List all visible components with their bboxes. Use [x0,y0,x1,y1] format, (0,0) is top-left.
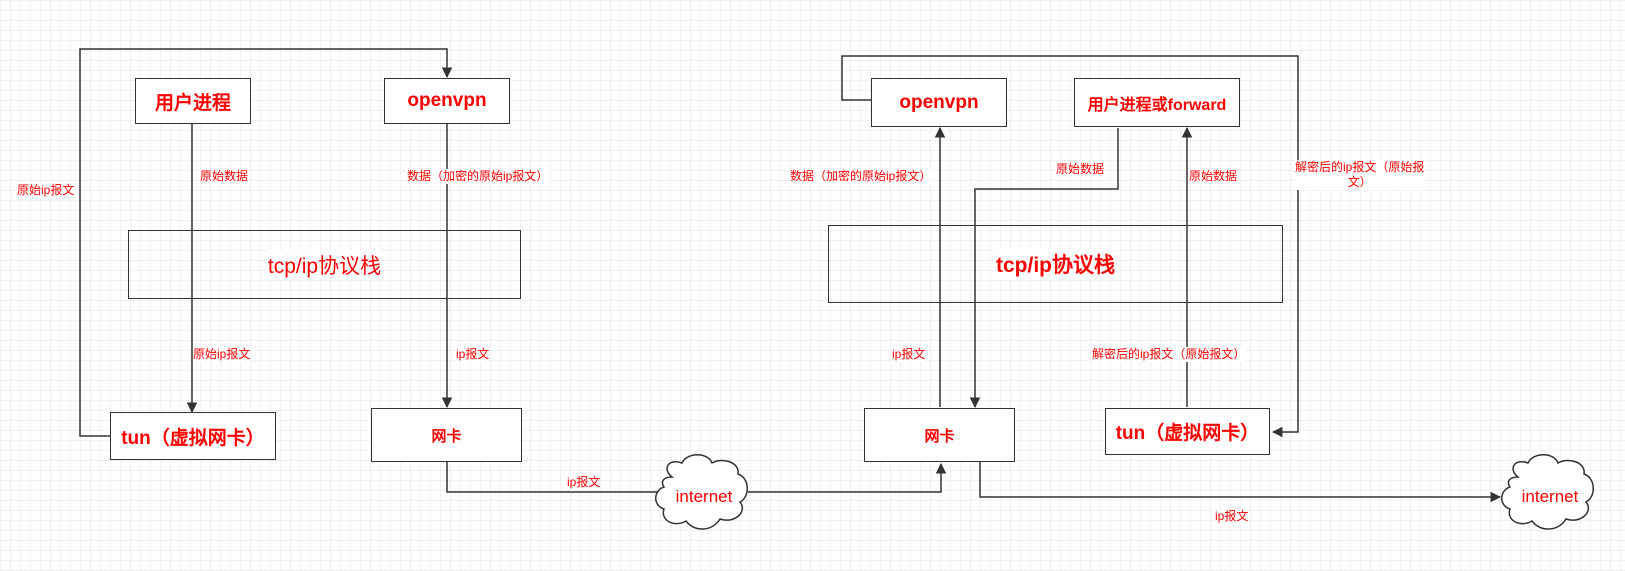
edge-label-raw-ip-packet: 原始ip报文 [193,347,251,362]
edge-label-decrypted-loop-line2: 文） [1347,175,1372,189]
edge-label-raw-data: 原始数据 [200,169,249,184]
cloud-shape-right [1501,454,1594,530]
tcp-ip-stack-box: tcp/ip协议栈 [128,230,521,299]
edge-label-raw-data-down: 原始数据 [1056,162,1105,177]
cloud-shape-left [655,454,748,530]
connector-cloud-to-nic [748,462,947,493]
connector-nic-to-internet [979,462,1502,503]
edge-label-raw-ip-loop: 原始ip报文 [17,183,75,198]
openvpn-box-right: openvpn [871,78,1007,127]
tun-virtual-nic-box: tun（虚拟网卡） [110,412,276,460]
internet-label-right: internet [1521,487,1579,506]
connector-nic-to-cloud [446,462,660,493]
user-process-box: 用户进程 [135,78,251,124]
edge-label-decrypted-loop-line1: 解密后的ip报文（原始报 [1295,160,1425,174]
internet-cloud-right: internet [1510,487,1590,507]
edge-label-encrypted-data-right: 数据（加密的原始ip报文） [790,169,932,184]
edge-label-ip-packet-out: ip报文 [1215,509,1249,524]
tcp-ip-stack-label-right: tcp/ip协议栈 [996,249,1115,279]
nic-label: 网卡 [431,427,462,445]
edge-label-raw-data-up: 原始数据 [1189,169,1238,184]
nic-label-right: 网卡 [924,427,955,445]
tcp-ip-stack-box-right: tcp/ip协议栈 [828,225,1283,303]
tun-virtual-nic-box-right: tun（虚拟网卡） [1105,408,1270,455]
tun-virtual-nic-label-right: tun（虚拟网卡） [1115,423,1260,444]
tcp-ip-stack-label: tcp/ip协议栈 [267,249,382,280]
user-process-label: 用户进程 [154,92,231,114]
openvpn-label: openvpn [407,90,487,111]
user-process-forward-box: 用户进程或forward [1074,78,1240,127]
internet-label-left: internet [675,487,733,506]
openvpn-label-right: openvpn [899,91,979,113]
edge-label-ip-packet-nic-right: ip报文 [892,347,926,362]
edge-label-encrypted-data: 数据（加密的原始ip报文） [407,169,549,184]
nic-box: 网卡 [371,408,522,462]
edge-label-decrypted-loop: 解密后的ip报文（原始报 文） [1295,160,1425,190]
edge-label-ip-packet-nic: ip报文 [456,347,490,362]
edge-label-decrypted-tun: 解密后的ip报文（原始报文） [1092,347,1246,362]
internet-cloud-left: internet [664,487,744,507]
nic-box-right: 网卡 [864,408,1015,462]
connector-tun-to-openvpn [79,48,453,437]
connector-openvpn-to-tun [841,55,1299,438]
openvpn-box: openvpn [384,78,510,124]
edge-label-ip-packet-internet: ip报文 [567,475,601,490]
connector-user-to-nic [969,128,1119,409]
user-process-forward-label: 用户进程或forward [1087,96,1227,114]
tun-virtual-nic-label: tun（虚拟网卡） [121,427,265,449]
